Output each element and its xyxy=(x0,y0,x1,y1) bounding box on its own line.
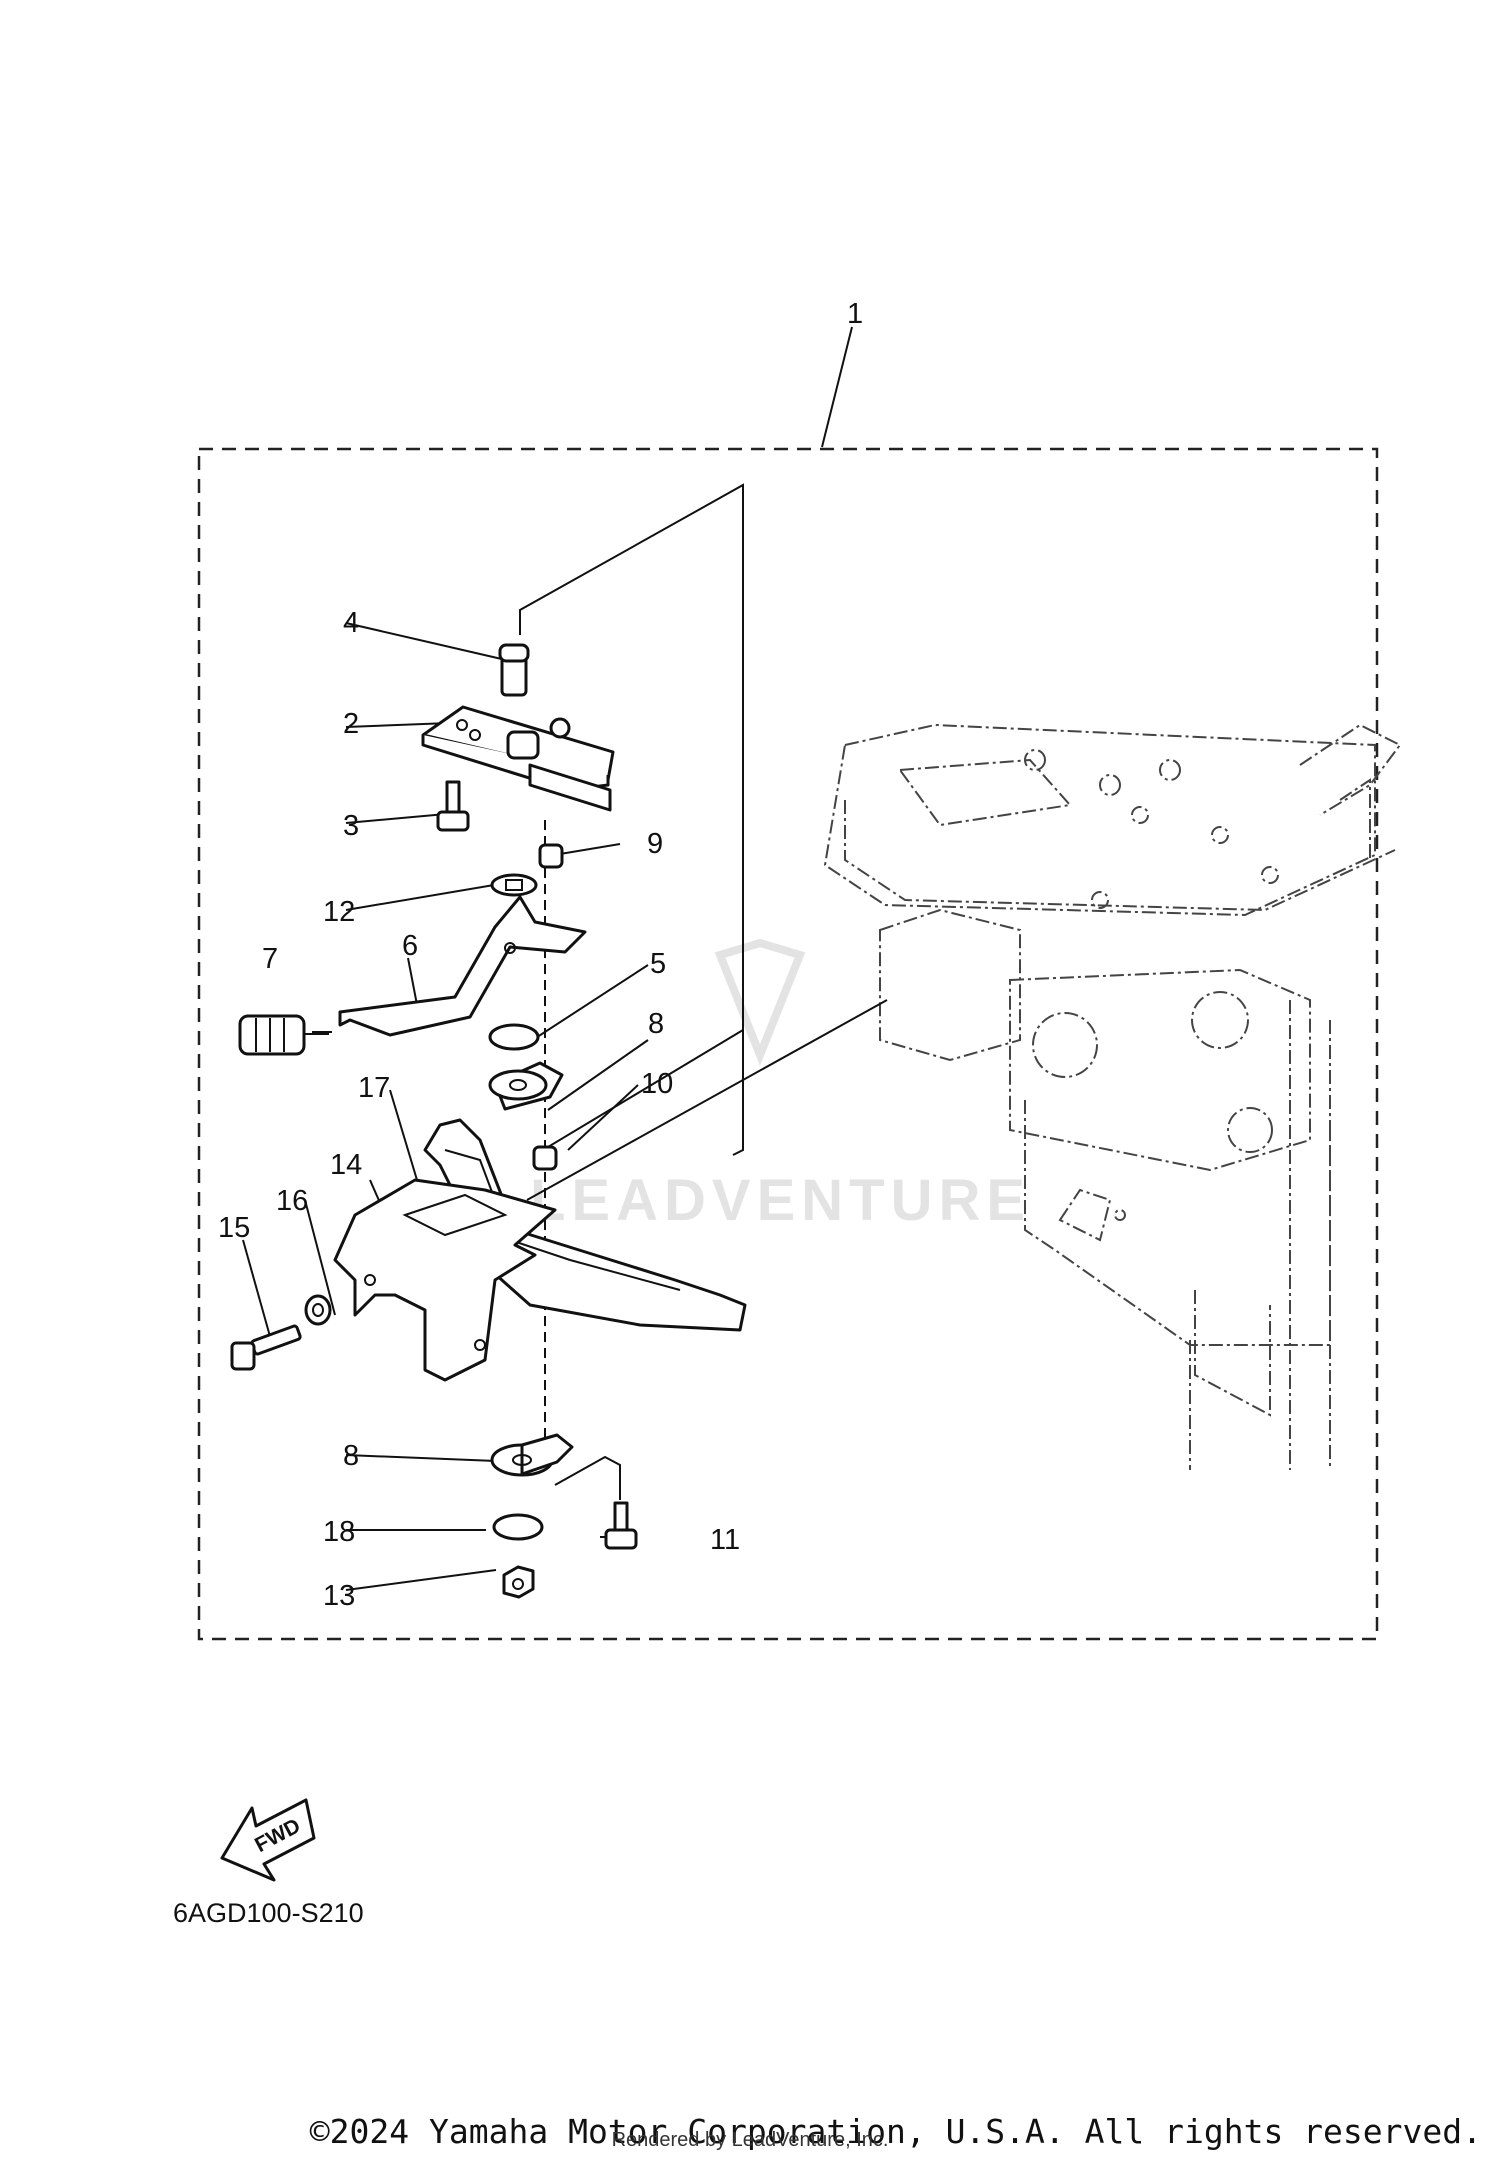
part-bolt-15 xyxy=(230,1324,302,1371)
part-cam-8-upper xyxy=(488,1061,564,1111)
callout-9: 9 xyxy=(647,828,663,860)
part-plate-2 xyxy=(421,705,615,812)
callout-7: 7 xyxy=(262,943,278,975)
callout-17: 17 xyxy=(358,1072,390,1104)
part-lever-6 xyxy=(338,895,587,1037)
callout-11: 11 xyxy=(710,1524,740,1556)
callout-8-upper: 8 xyxy=(648,1008,664,1040)
assembly-frame xyxy=(197,447,1379,1641)
part-cam-8-lower xyxy=(490,1433,574,1477)
part-washer-5 xyxy=(488,1023,540,1051)
part-washer-16 xyxy=(304,1294,332,1326)
callout-1: 1 xyxy=(847,298,863,330)
callout-16: 16 xyxy=(276,1185,308,1217)
part-nut-13 xyxy=(502,1565,535,1599)
rendered-by-credit: Rendered by LeadVenture, Inc. xyxy=(611,2129,889,2151)
callout-13: 13 xyxy=(323,1580,355,1612)
watermark-text: LEADVENTURE xyxy=(530,1168,1031,1233)
callout-2: 2 xyxy=(343,708,359,740)
callout-4: 4 xyxy=(343,607,359,639)
callout-3: 3 xyxy=(343,810,359,842)
part-collar-10 xyxy=(532,1145,558,1171)
forward-arrow-icon: FWD xyxy=(220,1798,316,1882)
part-washer-12 xyxy=(490,873,538,897)
callout-12: 12 xyxy=(323,896,355,928)
callout-14: 14 xyxy=(330,1149,362,1181)
part-bolt-4 xyxy=(498,643,530,697)
part-collar-9 xyxy=(538,843,564,869)
diagram-code: 6AGD100-S210 xyxy=(173,1898,364,1928)
callout-5: 5 xyxy=(650,948,666,980)
callout-labels: 1 2 3 4 5 6 7 8 9 10 11 12 13 14 15 16 1… xyxy=(218,298,863,1612)
bracket-housing-outline xyxy=(823,723,1402,1470)
part-bolt-3 xyxy=(436,780,470,832)
callout-6: 6 xyxy=(402,930,418,962)
part-bracket-14 xyxy=(333,1178,557,1382)
callout-8-lower: 8 xyxy=(343,1440,359,1472)
copyright-notice: ©2024 Yamaha Motor Corporation, U.S.A. A… xyxy=(309,2112,1482,2151)
part-washer-18 xyxy=(492,1513,544,1541)
callout-18: 18 xyxy=(323,1516,355,1548)
alignment-lines xyxy=(242,326,888,1591)
callout-15: 15 xyxy=(218,1212,250,1244)
callout-10: 10 xyxy=(641,1068,673,1100)
watermark: LEADVENTURE xyxy=(530,938,1031,1233)
part-grip-7 xyxy=(238,1014,329,1056)
part-bolt-11 xyxy=(604,1501,638,1550)
